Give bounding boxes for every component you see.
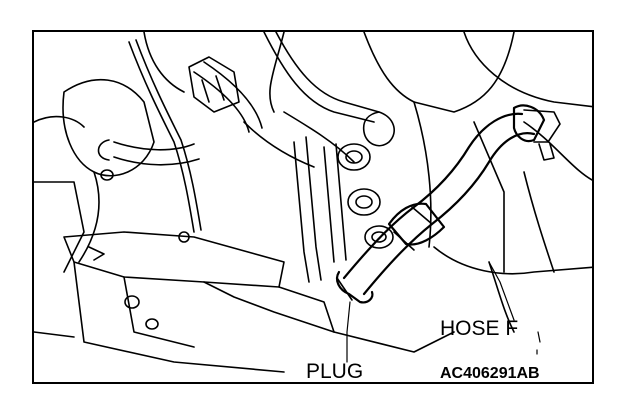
- fittings: [100, 143, 394, 330]
- plug-label: PLUG: [306, 360, 364, 383]
- figure-code: AC406291AB: [440, 365, 540, 382]
- leader-lines: [346, 261, 541, 363]
- hose-f: [335, 104, 561, 304]
- bracket: [34, 231, 455, 373]
- diagram-frame: HOSE F PLUG AC406291AB: [32, 30, 594, 384]
- pipes: [97, 32, 395, 283]
- hose-f-label: HOSE F: [440, 317, 519, 340]
- engine-block: [34, 32, 592, 333]
- engine-hose-illustration: [34, 32, 592, 373]
